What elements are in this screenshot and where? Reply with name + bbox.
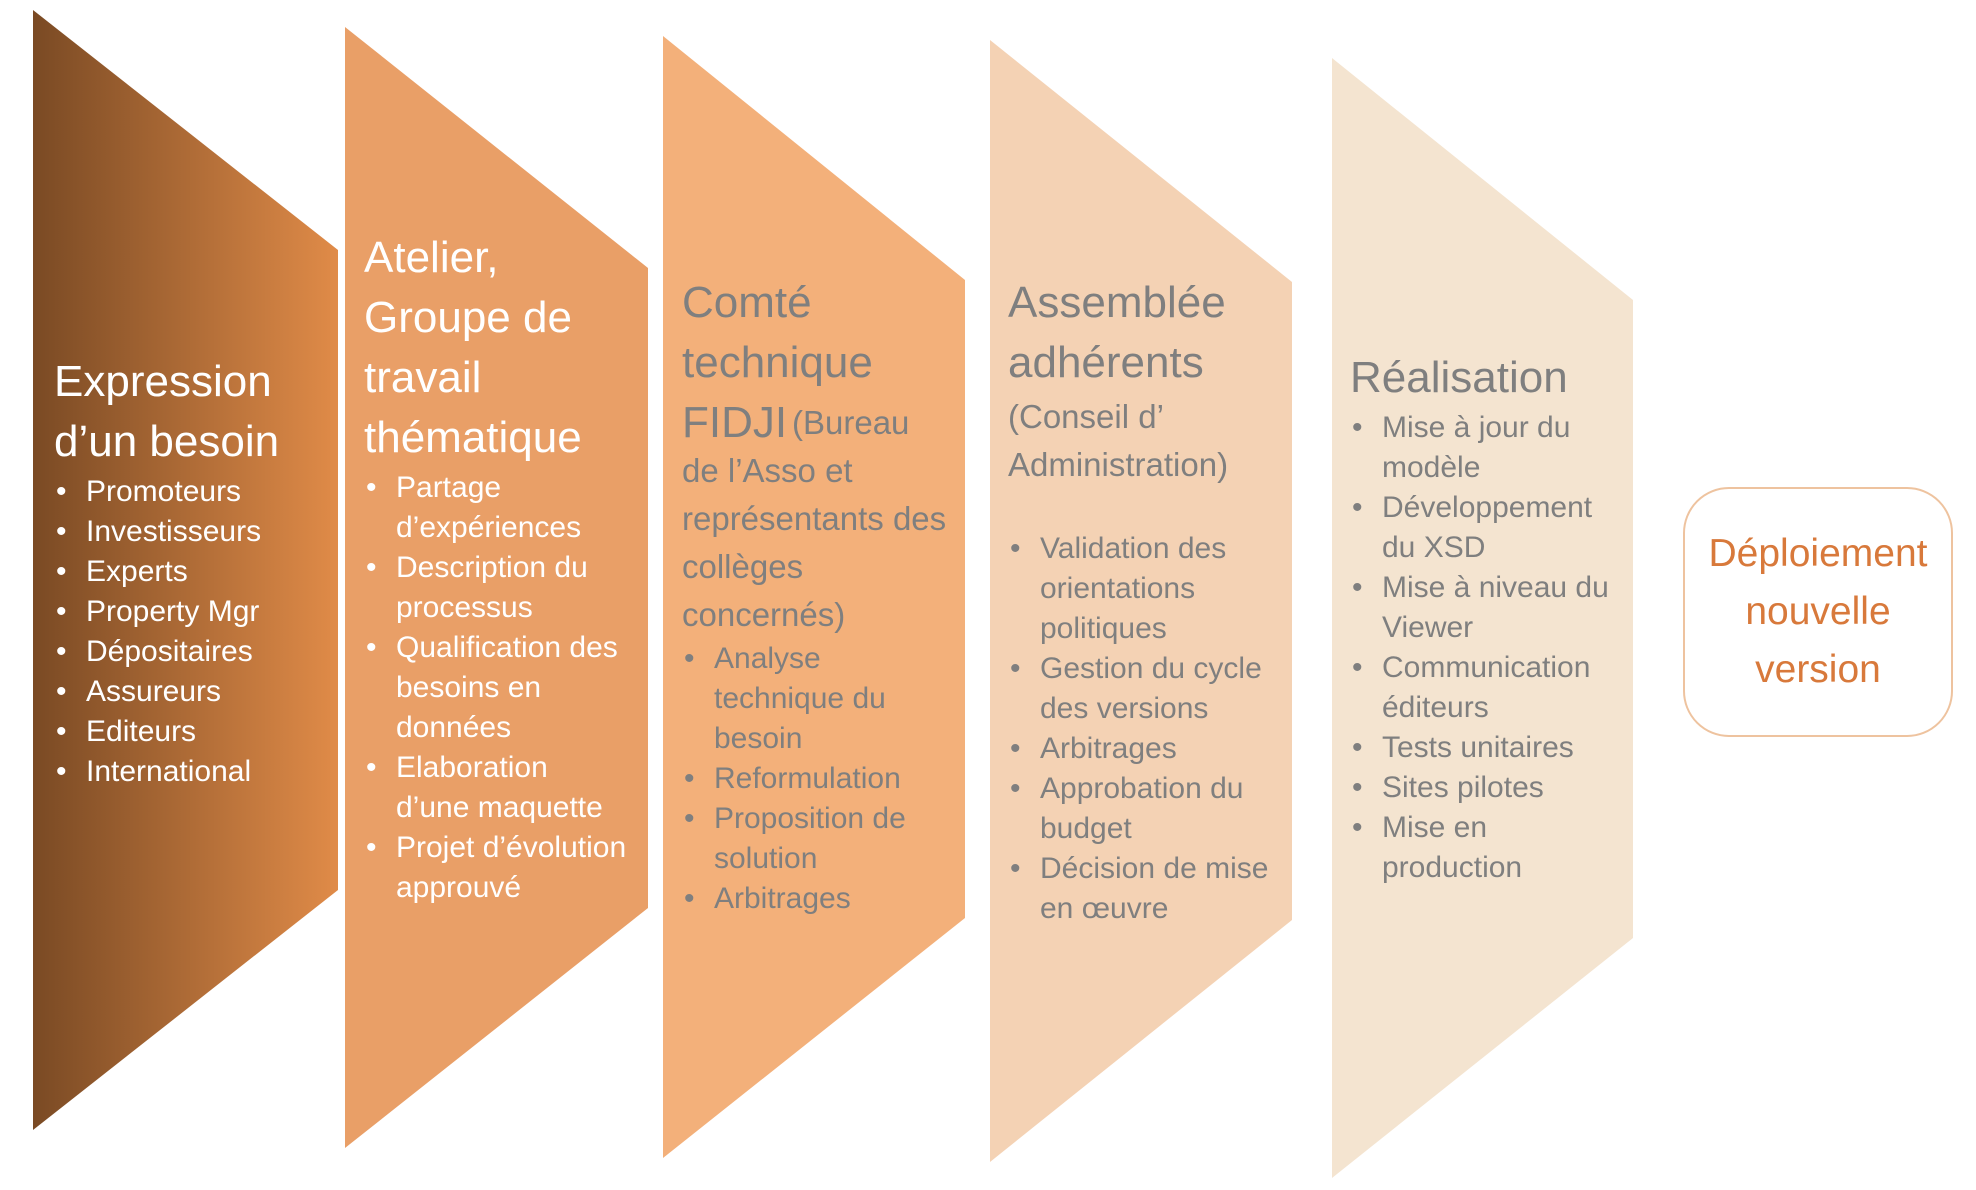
stage-1-list: Promoteurs Investisseurs Experts Propert… [54, 472, 334, 792]
stage-2-text: Atelier, Groupe de travail thématique Pa… [364, 228, 629, 908]
stage-4-list: Validation des orientations politiques G… [1008, 529, 1278, 929]
list-item: Communication éditeurs [1350, 648, 1625, 728]
list-item: Promoteurs [54, 472, 334, 512]
stage-5-text: Réalisation Mise à jour du modèle Dévelo… [1350, 348, 1625, 888]
list-item: Elaboration d’une maquette [364, 748, 629, 828]
stage-3-title: Comté technique FIDJI [682, 278, 873, 447]
list-item: Description du processus [364, 548, 629, 628]
list-item: Approbation du budget [1008, 769, 1278, 849]
list-item: Dépositaires [54, 632, 334, 672]
list-item: Validation des orientations politiques [1008, 529, 1278, 649]
stage-4-text: Assemblée adhérents (Conseil d’ Administ… [1008, 273, 1278, 929]
list-item: Property Mgr [54, 592, 334, 632]
stage-3-list: Analyse technique du besoin Reformulatio… [682, 639, 950, 919]
stage-2-title: Atelier, Groupe de travail thématique [364, 233, 582, 462]
list-item: International [54, 752, 334, 792]
list-item: Gestion du cycle des versions [1008, 649, 1278, 729]
list-item: Partage d’expériences [364, 468, 629, 548]
list-item: Investisseurs [54, 512, 334, 552]
stage-5-list: Mise à jour du modèle Développement du X… [1350, 408, 1625, 888]
final-stage-label: Déploiement nouvelle version [1708, 532, 1928, 691]
list-item: Experts [54, 552, 334, 592]
list-item: Projet d’évolution approuvé [364, 828, 629, 908]
list-item: Tests unitaires [1350, 728, 1625, 768]
list-item: Développement du XSD [1350, 488, 1625, 568]
list-item: Analyse technique du besoin [682, 639, 950, 759]
list-item: Reformulation [682, 759, 950, 799]
list-item: Arbitrages [1008, 729, 1278, 769]
list-item: Assureurs [54, 672, 334, 712]
stage-4-subtitle: (Conseil d’ Administration) [1008, 398, 1229, 483]
list-item: Proposition de solution [682, 799, 950, 879]
final-stage-box: Déploiement nouvelle version [1683, 487, 1953, 737]
list-item: Sites pilotes [1350, 768, 1625, 808]
stage-3-subtitle: (Bureau de l’Asso et représentants des c… [682, 404, 947, 633]
stage-1-text: Expression d’un besoin Promoteurs Invest… [54, 352, 334, 792]
list-item: Mise à jour du modèle [1350, 408, 1625, 488]
list-item: Mise en production [1350, 808, 1625, 888]
stage-3-text: Comté technique FIDJI (Bureau de l’Asso … [682, 273, 950, 919]
list-item: Décision de mise en œuvre [1008, 849, 1278, 929]
stage-5-title: Réalisation [1350, 353, 1568, 402]
stage-4-title: Assemblée adhérents [1008, 278, 1226, 387]
list-item: Qualification des besoins en données [364, 628, 629, 748]
stage-1-title: Expression d’un besoin [54, 357, 280, 466]
stage-2-list: Partage d’expériences Description du pro… [364, 468, 629, 908]
list-item: Editeurs [54, 712, 334, 752]
list-item: Mise à niveau du Viewer [1350, 568, 1625, 648]
list-item: Arbitrages [682, 879, 950, 919]
